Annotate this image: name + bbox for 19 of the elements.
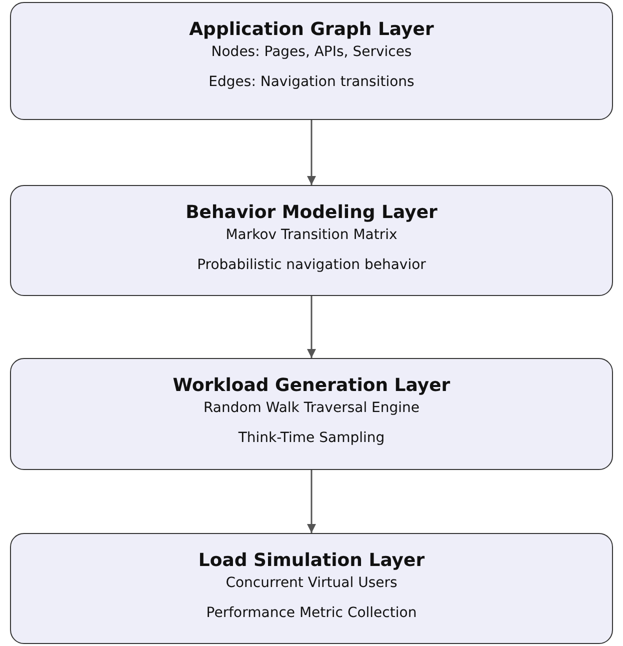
arrow (307, 470, 316, 533)
layer-description: Edges: Navigation transitions (208, 73, 414, 91)
layer-description: Markov Transition Matrix (226, 226, 398, 244)
layer-box (10, 533, 613, 644)
layer-description: Think-Time Sampling (238, 429, 385, 447)
layer-box (10, 2, 613, 120)
layer-title: Workload Generation Layer (172, 375, 450, 397)
layer-description: Concurrent Virtual Users (226, 574, 398, 592)
layer-title: Load Simulation Layer (198, 550, 425, 572)
layer-description: Performance Metric Collection (206, 604, 417, 622)
arrow (307, 296, 316, 358)
layer-box (10, 185, 613, 296)
layer-description: Nodes: Pages, APIs, Services (211, 43, 412, 61)
layer-title: Application Graph Layer (189, 19, 434, 41)
layer-box (10, 358, 613, 470)
layer-description: Random Walk Traversal Engine (203, 399, 420, 417)
layer-description: Probabilistic navigation behavior (197, 256, 426, 274)
layer-title: Behavior Modeling Layer (186, 202, 438, 224)
arrow (307, 120, 316, 185)
